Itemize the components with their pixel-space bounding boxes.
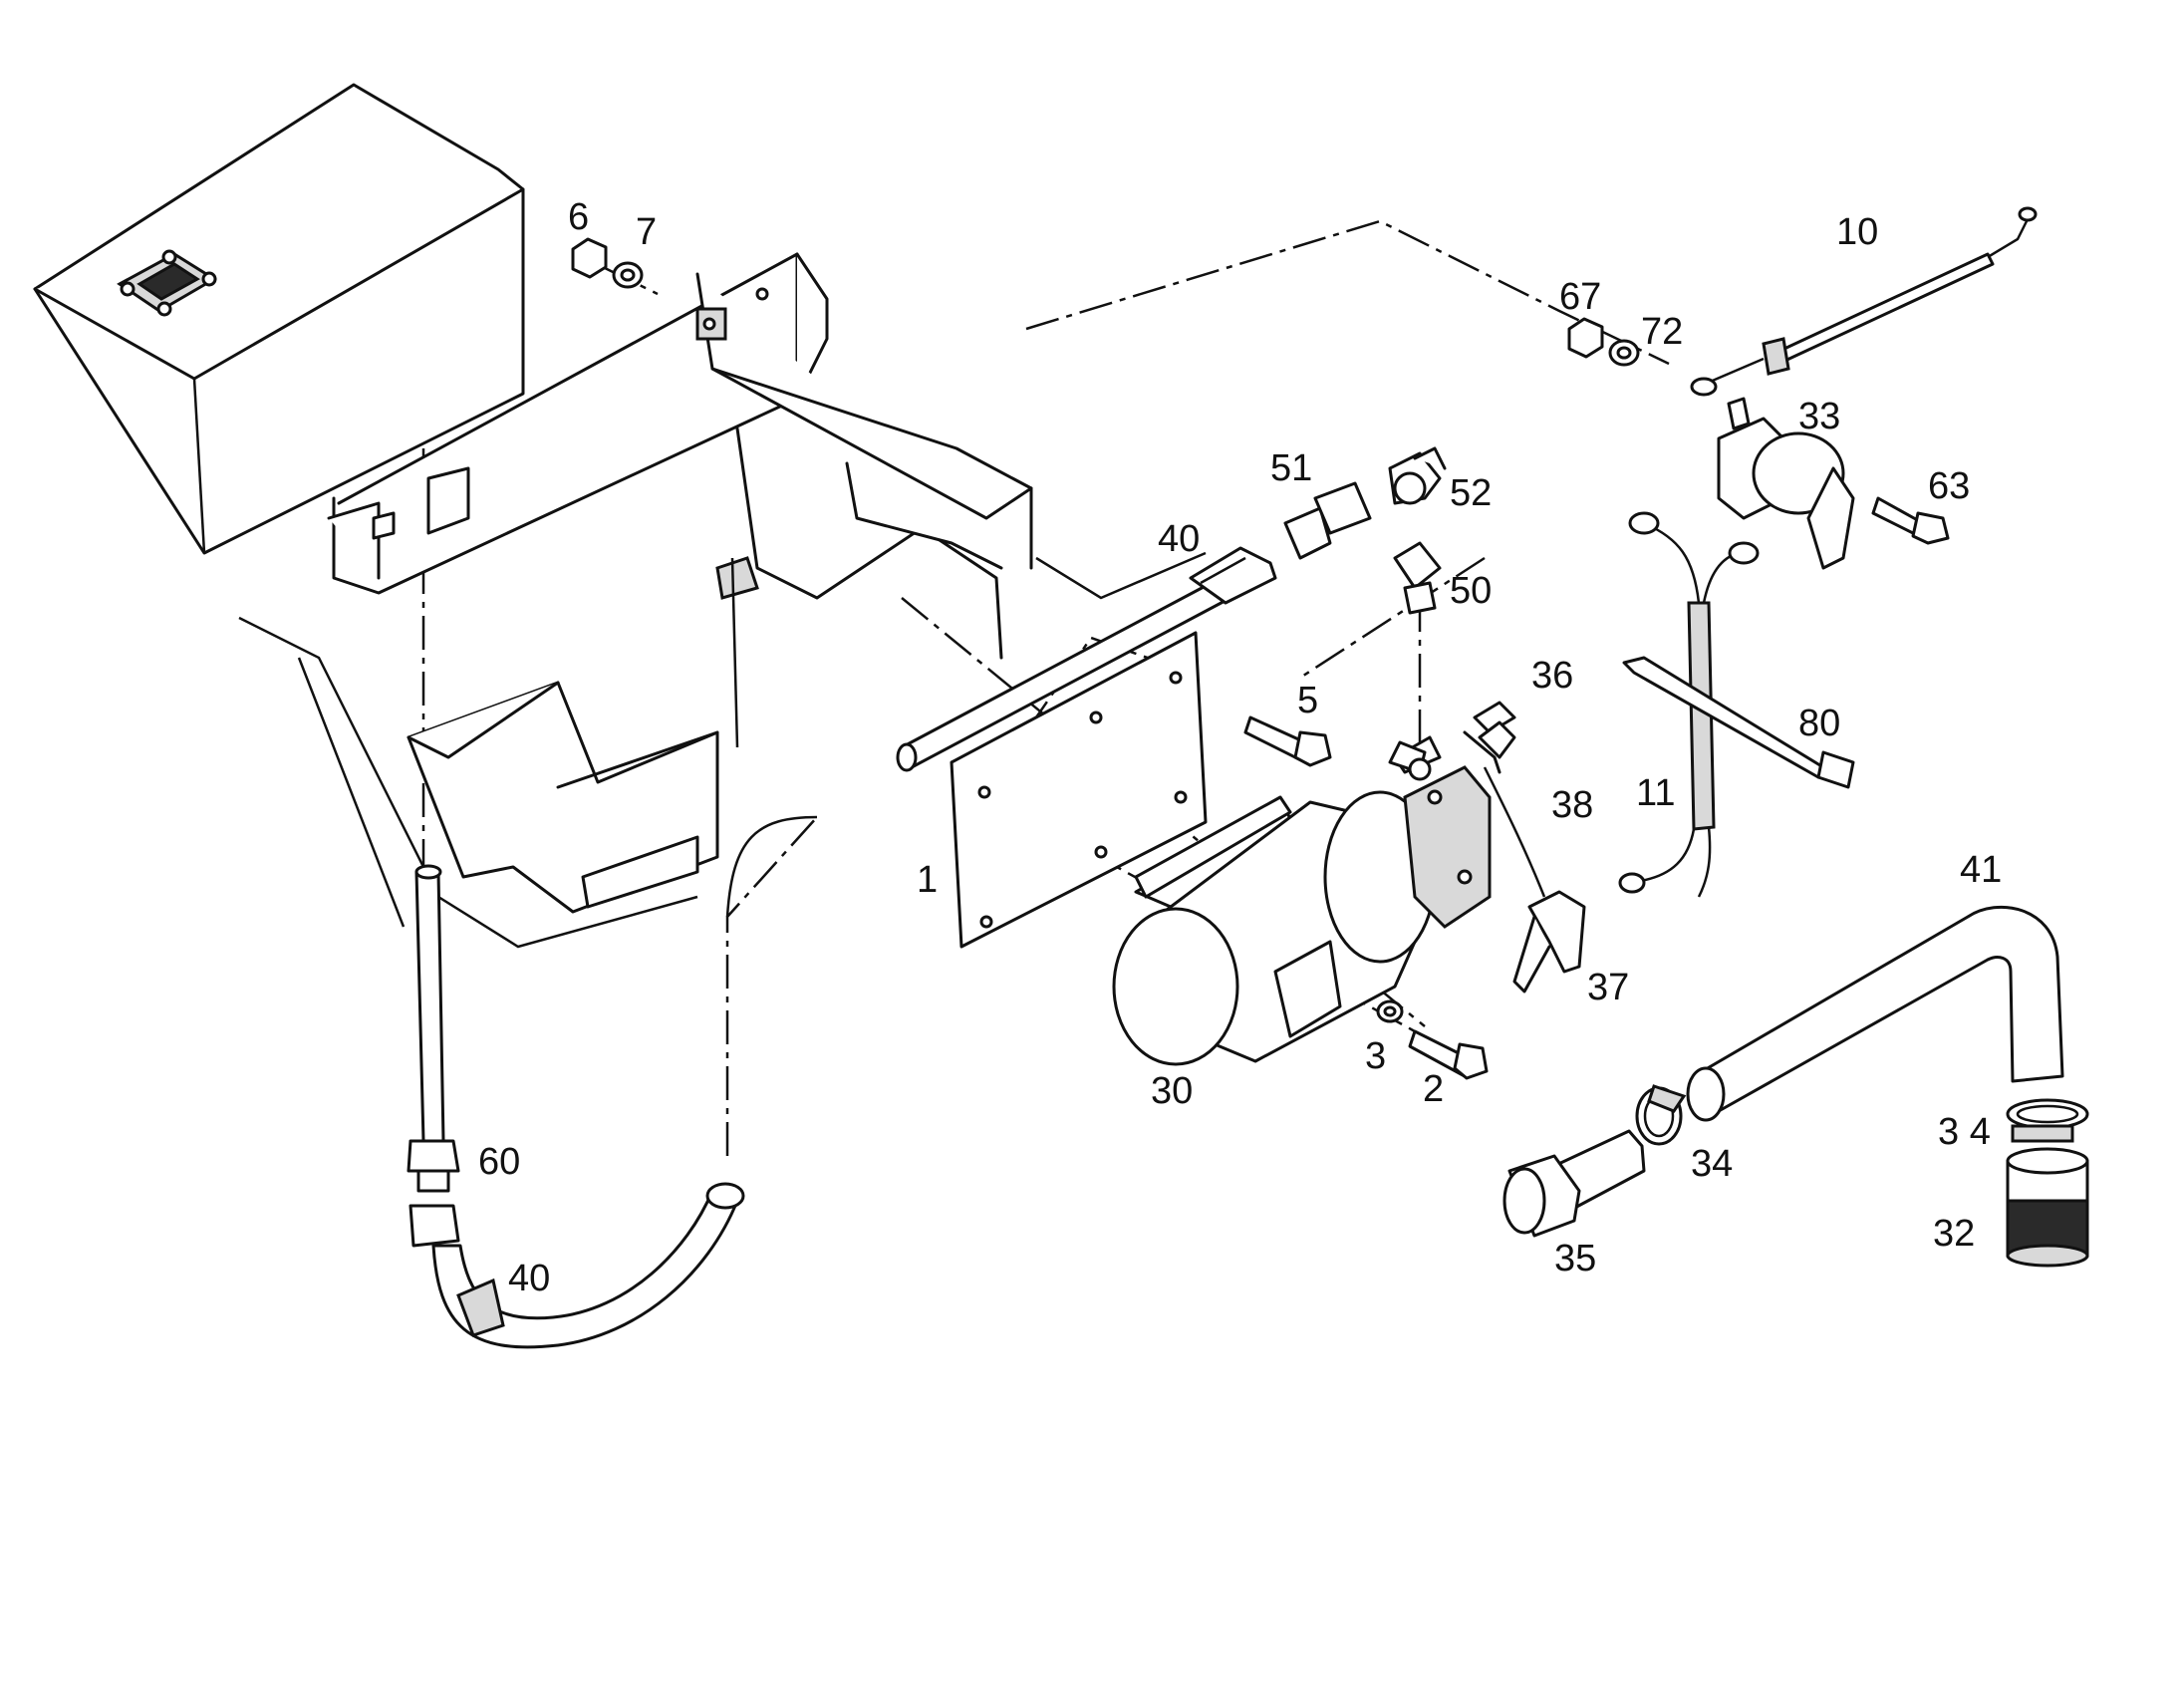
callout-30: 30	[1151, 1070, 1193, 1112]
bolts-and-washers	[1243, 715, 1489, 1080]
callout-50: 50	[1450, 570, 1492, 612]
callout-52: 52	[1450, 472, 1492, 514]
callout-1: 1	[917, 859, 938, 901]
part-35-coupling	[1502, 1129, 1646, 1238]
callout-37: 37	[1587, 967, 1629, 1008]
fittings-50-51-52	[1283, 446, 1447, 615]
callout-5: 5	[1297, 680, 1318, 721]
fuel-tank	[33, 83, 525, 555]
callout-10: 10	[1836, 211, 1878, 253]
callout-3: 3	[1365, 1035, 1386, 1077]
callout-63: 63	[1928, 465, 1970, 507]
callout-34: 34	[1691, 1143, 1733, 1185]
part-30-pump-motor	[1112, 701, 1516, 1066]
cap-chain-36-37-38	[1478, 720, 1586, 994]
callout-2: 2	[1423, 1068, 1444, 1110]
callout-32: 32	[1933, 1213, 1975, 1255]
callout-51: 51	[1270, 447, 1312, 489]
part-80-cable-tie	[1622, 656, 1855, 789]
callout-34-right: 3 4	[1938, 1111, 1991, 1153]
part-10-cable	[1690, 206, 2038, 397]
part-63-bolt	[1871, 496, 1950, 545]
part-41-suction-pipe	[1686, 905, 2064, 1122]
callout-67: 67	[1559, 276, 1601, 318]
part-34-hose-clamps	[1635, 1084, 2089, 1146]
callout-40-lower: 40	[508, 1258, 550, 1299]
callout-7: 7	[636, 211, 657, 253]
nut-and-washer-67-72	[1567, 317, 1640, 367]
callout-60: 60	[478, 1141, 520, 1183]
nut-and-washer-6-7	[571, 237, 644, 289]
part-33-switch	[1717, 397, 1855, 570]
vehicle-frame	[238, 252, 1207, 949]
part-11-cable-harness	[1618, 511, 1760, 898]
callout-6: 6	[568, 196, 589, 238]
callout-40-upper: 40	[1158, 518, 1200, 560]
callout-80: 80	[1798, 703, 1840, 744]
callout-33: 33	[1798, 396, 1840, 437]
part-40-lower-hose	[409, 1182, 745, 1349]
callout-labels: 6 7 10 67 72 33 63 51 52 40 50 5 36 80 3…	[478, 196, 2002, 1299]
part-1-mounting-plate	[950, 631, 1208, 949]
part-32-strainer	[2006, 1147, 2089, 1268]
callout-35: 35	[1554, 1238, 1596, 1280]
callout-38: 38	[1551, 784, 1593, 826]
part-60-fitting	[407, 864, 460, 1193]
callout-72: 72	[1641, 311, 1683, 353]
callout-11: 11	[1636, 772, 1675, 814]
callout-36: 36	[1531, 655, 1573, 697]
part-40-upper-hose	[896, 546, 1277, 772]
callout-41: 41	[1960, 849, 2002, 891]
